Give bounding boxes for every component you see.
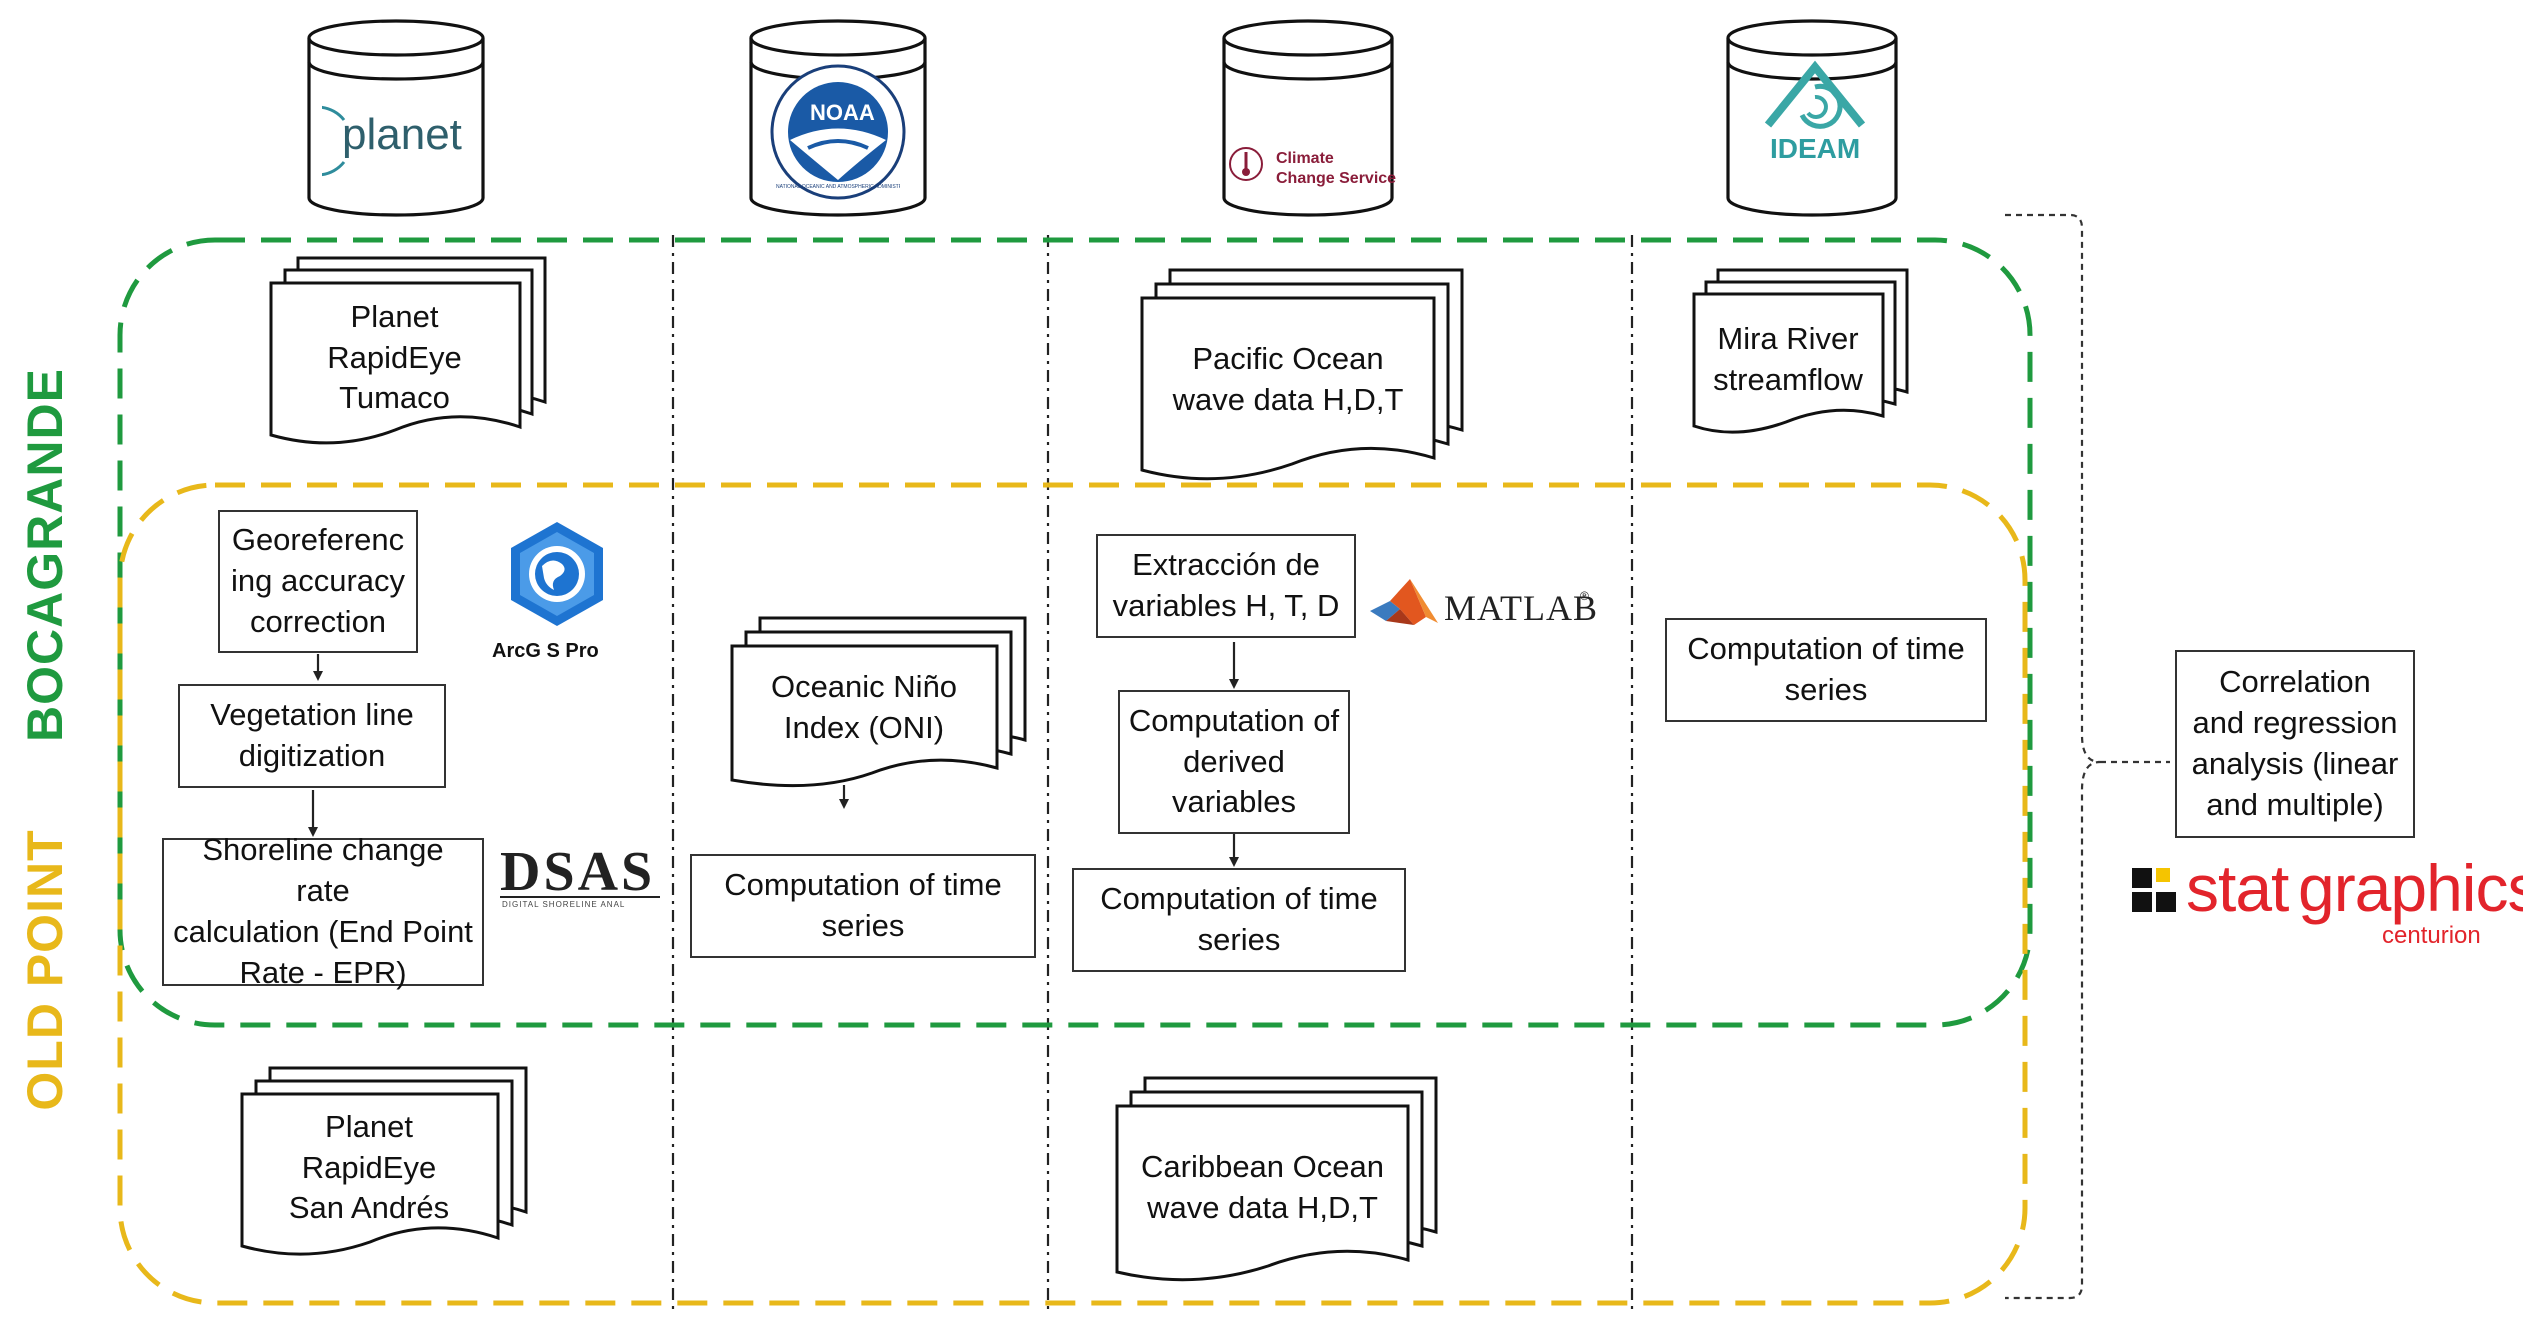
flow-arrows — [308, 642, 1239, 867]
matlab-membrane-icon — [1370, 579, 1438, 625]
dataset-planet-san-andres: Planet RapidEye San Andrés — [243, 1102, 495, 1234]
zone-label-bocagrande: BOCAGRANDE — [17, 368, 73, 742]
step-vegetation-line: Vegetation line digitization — [178, 684, 446, 788]
planet-logo: planet — [281, 100, 472, 180]
step-line: Computation of — [1128, 702, 1340, 738]
step-line: Shoreline change rate — [202, 832, 444, 909]
zone-label-old-point: OLD POINT — [17, 829, 73, 1111]
step-line: and regression — [2192, 705, 2398, 741]
step-line: and multiple) — [2206, 786, 2384, 822]
step-river-time-series: Computation of time series — [1665, 618, 1987, 722]
statgraphics-stat: stat — [2186, 851, 2289, 925]
climate-change-service-logo: Climate Change Service — [1224, 140, 1397, 200]
step-line: Vegetation line — [210, 697, 414, 733]
dataset-line: streamflow — [1713, 362, 1863, 397]
dataset-line: RapidEye — [301, 1149, 437, 1185]
planet-logo-text: planet — [342, 110, 462, 159]
dsas-subtext: DIGITAL SHORELINE ANAL — [502, 900, 626, 909]
dataset-mira-river: Mira River streamflow — [1695, 300, 1881, 420]
dataset-line: Planet — [350, 298, 439, 334]
matlab-registered-mark: ® — [1580, 589, 1589, 603]
step-line: analysis (linear — [2191, 746, 2399, 781]
dataset-line: Tumaco — [339, 380, 450, 416]
step-line: variables H, T, D — [1112, 588, 1340, 623]
matlab-logo: MATLAB ® — [1368, 575, 1598, 635]
dataset-line: Caribbean Ocean — [1141, 1148, 1384, 1184]
step-correlation-regression: Correlation and regression analysis (lin… — [2175, 650, 2415, 838]
aggregation-bracket — [2005, 213, 2170, 1300]
dataset-line: RapidEye — [327, 339, 462, 375]
dataset-line: Mira River — [1717, 321, 1859, 357]
matlab-text: MATLAB — [1444, 588, 1599, 628]
dsas-logo: DSAS DIGITAL SHORELINE ANAL — [496, 840, 666, 910]
step-line: Correlation — [2219, 664, 2371, 700]
step-line: series — [1784, 672, 1868, 707]
step-line: Rate - EPR) — [239, 954, 407, 990]
old-point-zone — [117, 482, 2028, 1306]
dataset-line: Index (ONI) — [783, 709, 945, 745]
step-extraccion-variables: Extracción de variables H, T, D — [1096, 534, 1356, 638]
ideam-logo: IDEAM — [1760, 55, 1870, 165]
noaa-text: NOAA — [810, 100, 875, 125]
step-georeferencing: Georeferenc ing accuracy correction — [218, 510, 418, 653]
step-derived-variables: Computation of derived variables — [1118, 690, 1350, 834]
dataset-line: Planet — [325, 1108, 413, 1144]
step-oni-time-series: Computation of time series — [690, 854, 1036, 958]
step-line: calculation (End Point — [173, 914, 473, 949]
step-line: Computation of time — [1687, 631, 1965, 667]
climate-line2: Change Service — [1276, 170, 1397, 187]
statgraphics-centurion: centurion — [2382, 922, 2481, 949]
step-shoreline-change-rate: Shoreline change rate calculation (End P… — [162, 832, 484, 990]
arcgis-pro-logo: ArcG S Pro — [488, 518, 628, 668]
dataset-oni: Oceanic Niño Index (ONI) — [734, 650, 994, 765]
document-stacks — [240, 256, 1909, 1282]
statgraphics-graphics: graphics — [2298, 851, 2523, 925]
dataset-planet-tumaco: Planet RapidEye Tumaco — [272, 292, 517, 424]
step-line: correction — [249, 603, 387, 639]
thermometer-icon — [1229, 147, 1263, 181]
dataset-line: Oceanic Niño — [770, 668, 958, 704]
dataset-caribbean-waves: Caribbean Ocean wave data H,D,T — [1119, 1120, 1406, 1255]
dataset-line: San Andrés — [288, 1190, 450, 1226]
dataset-line: wave data H,D,T — [1172, 382, 1404, 417]
noaa-emblem — [770, 64, 906, 200]
dataset-line: Pacific Ocean — [1192, 341, 1384, 377]
noaa-ring-text: NATIONAL OCEANIC AND ATMOSPHERIC ADMINIS… — [776, 184, 900, 190]
step-line: variables — [1171, 784, 1297, 820]
dsas-text: DSAS — [500, 841, 656, 903]
step-wave-time-series: Computation of time series — [1072, 868, 1406, 972]
step-line: digitization — [238, 738, 386, 773]
step-line: derived — [1183, 743, 1285, 779]
statgraphics-squares-icon — [2132, 868, 2176, 912]
statgraphics-logo: stat graphics centurion — [2130, 850, 2523, 950]
bocagrande-zone — [117, 237, 2033, 1028]
noaa-logo: NOAA NATIONAL OCEANIC AND ATMOSPHERIC AD… — [768, 62, 908, 202]
ideam-text: IDEAM — [1770, 133, 1861, 164]
dsas-rule — [500, 896, 660, 898]
arcgis-globe-icon — [511, 522, 603, 626]
dataset-line: wave data H,D,T — [1147, 1189, 1378, 1225]
arcgis-label: ArcG S Pro — [492, 640, 599, 662]
step-line: series — [1197, 922, 1281, 957]
step-line: Computation of time — [724, 867, 1002, 903]
dataset-pacific-waves: Pacific Ocean wave data H,D,T — [1144, 310, 1432, 450]
step-line: Extracción de — [1132, 547, 1320, 583]
step-line: ing accuracy — [230, 563, 406, 599]
climate-line1: Climate — [1276, 150, 1334, 167]
step-line: series — [821, 908, 905, 943]
step-line: Georeferenc — [231, 522, 405, 558]
ideam-emblem — [1764, 60, 1866, 129]
database-cylinders — [307, 19, 1898, 217]
step-line: Computation of time — [1100, 881, 1378, 917]
column-separators — [671, 235, 1634, 1310]
